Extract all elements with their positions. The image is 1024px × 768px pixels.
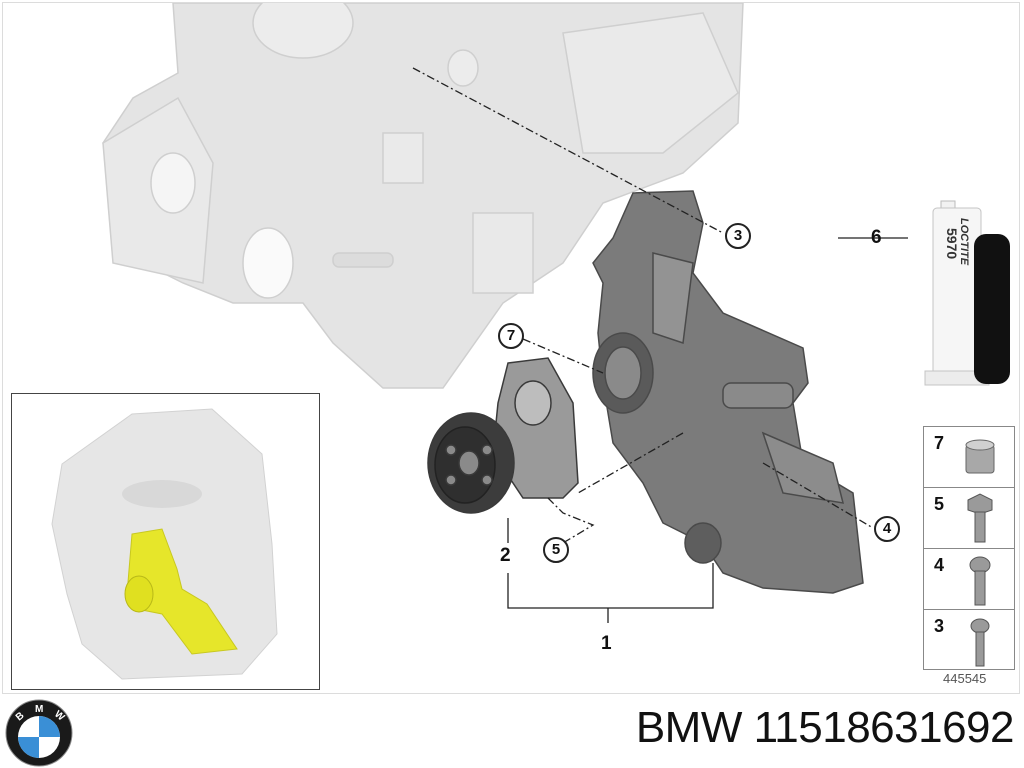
callout-5[interactable]: 5 [543, 537, 569, 563]
location-inset [11, 393, 320, 690]
callout-1[interactable]: 1 [601, 633, 612, 654]
small-part-number: 7 [934, 433, 945, 453]
callout-3[interactable]: 3 [725, 223, 751, 249]
small-part-row[interactable]: 7 [924, 427, 1014, 488]
callout-4[interactable]: 4 [874, 516, 900, 542]
engine-block-illustration: LOCTITE 5970 [102, 3, 1010, 623]
small-part-row[interactable]: 4 [924, 549, 1014, 610]
part-title: BMW 11518631692 [635, 703, 1015, 752]
small-parts-table: 7 5 4 3 [923, 426, 1015, 670]
callout-2[interactable]: 2 [500, 545, 511, 566]
small-part-number: 3 [934, 616, 945, 636]
small-part-row[interactable]: 3 [924, 610, 1014, 671]
bmw-logo-icon: B M W [5, 699, 73, 767]
tube-product-text: 5970 [944, 228, 960, 259]
small-part-row[interactable]: 5 [924, 488, 1014, 549]
callout-6[interactable]: 6 [871, 227, 882, 248]
small-part-number: 4 [934, 555, 945, 575]
tube-brand-text: LOCTITE [958, 218, 970, 266]
hex-bolt-icon [967, 493, 993, 543]
callout-7[interactable]: 7 [498, 323, 524, 349]
diagram-number: 445545 [943, 671, 987, 686]
parts-diagram: LOCTITE 5970 3 4 5 7 2 1 6 [2, 2, 1020, 694]
small-part-number: 5 [934, 494, 945, 514]
svg-text:M: M [35, 704, 43, 715]
flange-bolt-icon [970, 618, 990, 667]
engine-overview-icon [51, 408, 278, 680]
sleeve-icon [965, 439, 995, 474]
flange-bolt-icon [969, 556, 991, 606]
